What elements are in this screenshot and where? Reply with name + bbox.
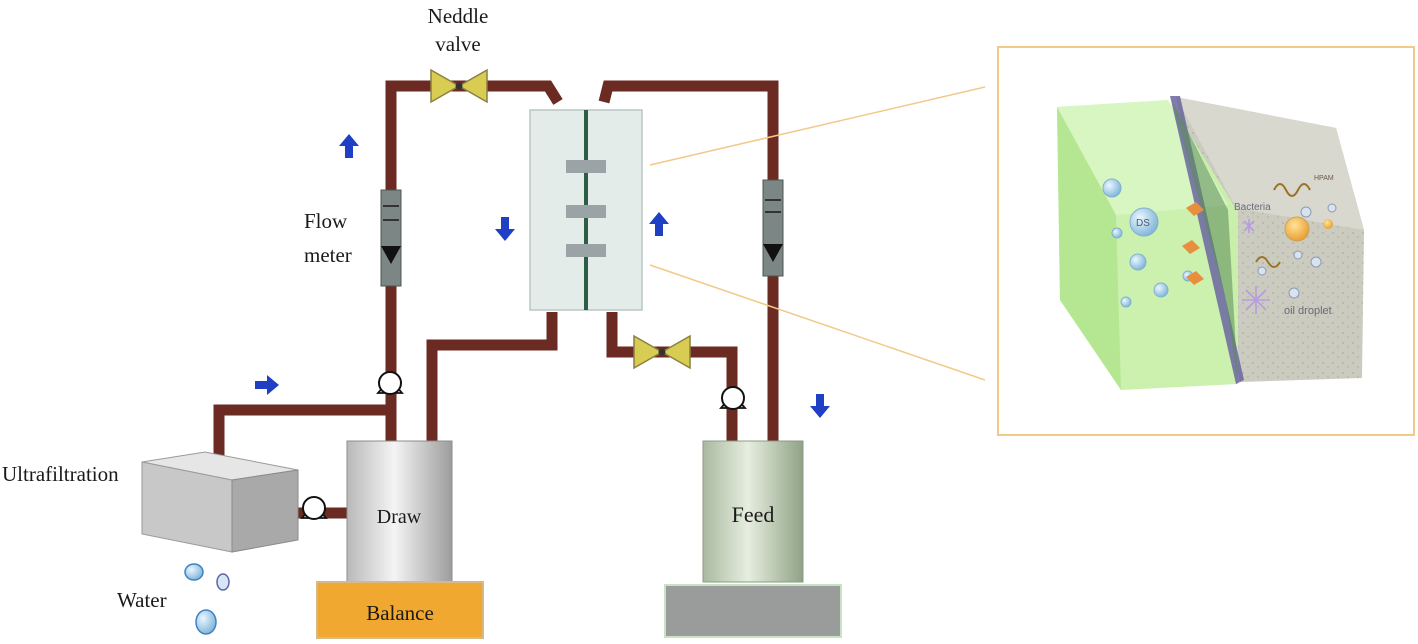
blue-arrow-icon	[339, 134, 359, 158]
balance-scale	[316, 581, 484, 639]
flow-meter-icon	[380, 189, 402, 287]
blue-arrow-icon	[255, 375, 279, 395]
flow-meter-icon	[762, 179, 784, 277]
draw-label: Draw	[377, 506, 422, 528]
ultrafiltration-label: Ultrafiltration	[2, 462, 119, 486]
membrane-inset	[997, 46, 1415, 436]
ultrafiltration-unit	[141, 451, 299, 553]
pump-icon[interactable]	[376, 371, 404, 395]
feed-base	[664, 584, 842, 638]
blue-arrow-icon	[495, 217, 515, 241]
needle-valve-icon[interactable]	[430, 68, 488, 104]
pump-icon[interactable]	[719, 386, 747, 410]
blue-arrow-icon	[810, 394, 830, 418]
balance-label: Balance	[366, 601, 434, 625]
draw-return-pipe	[426, 312, 558, 442]
feed-inlet-pipe	[606, 312, 738, 442]
membrane-cell	[529, 109, 643, 311]
hpam-label: HPAM	[1314, 175, 1334, 182]
water-label: Water	[117, 588, 167, 612]
water-droplets	[184, 563, 230, 635]
flow-meter-label: Flow	[304, 209, 348, 233]
pipes	[213, 80, 779, 519]
needle-valve-label: Neddle	[428, 4, 489, 28]
feed-tank	[702, 440, 804, 583]
blue-arrow-icon	[649, 212, 669, 236]
pump-icon[interactable]	[300, 496, 328, 520]
needle-valve-icon[interactable]	[633, 334, 691, 370]
oil-droplet-label: oil droplet	[1284, 305, 1332, 317]
draw-tank	[346, 440, 453, 583]
ultrafiltration-inlet-pipe	[213, 404, 391, 460]
flow-meter-label: meter	[304, 243, 352, 267]
ds-label: DS	[1136, 218, 1150, 229]
bacteria-label: Bacteria	[1234, 202, 1271, 213]
feed-label: Feed	[732, 502, 775, 527]
needle-valve-label: valve	[435, 32, 480, 56]
zoom-lines	[649, 86, 986, 381]
